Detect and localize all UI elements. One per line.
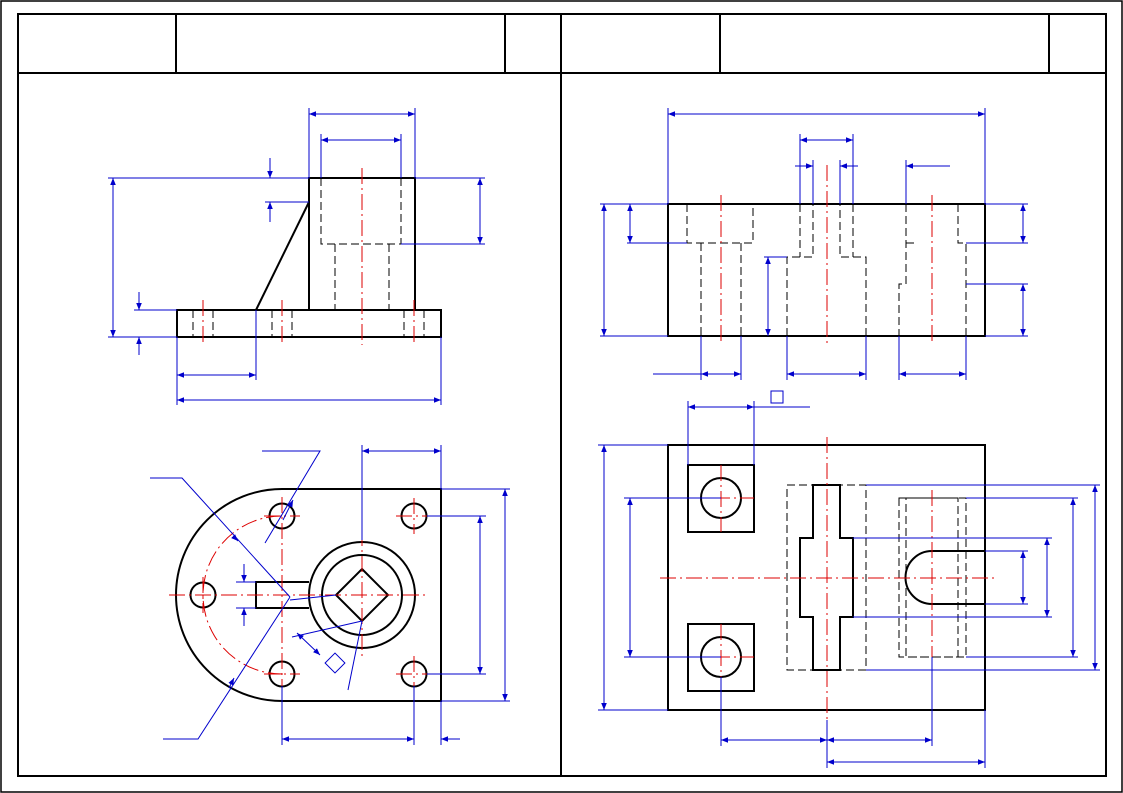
dimensions xyxy=(598,390,1100,768)
left-front-view xyxy=(108,108,485,405)
dimensions xyxy=(600,108,1028,380)
dimensions xyxy=(150,445,510,745)
hidden-lines xyxy=(192,178,425,337)
centerlines xyxy=(660,437,995,720)
title-cell-2 xyxy=(176,14,505,73)
title-cell-1 xyxy=(18,14,176,73)
centerlines xyxy=(202,168,415,345)
hidden-lines xyxy=(686,204,967,336)
right-front-view xyxy=(600,108,1028,380)
title-cell-5 xyxy=(720,14,1049,73)
centerlines xyxy=(169,497,432,694)
title-cell-4 xyxy=(561,14,720,73)
title-cell-6 xyxy=(1049,14,1106,73)
dimensions xyxy=(108,108,485,405)
right-top-view xyxy=(598,390,1100,768)
centerlines xyxy=(720,165,933,345)
title-cell-3 xyxy=(505,14,561,73)
left-top-view xyxy=(150,445,510,745)
